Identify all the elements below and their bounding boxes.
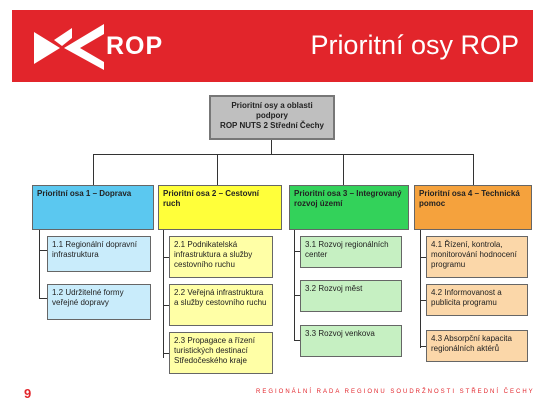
item-label: 2.1 Podnikatelská infrastruktura a služb… <box>174 240 253 269</box>
axis-1-title: Prioritní osa 1 – Doprava <box>37 189 132 198</box>
axis-4-box: Prioritní osa 4 – Technická pomoc <box>414 185 532 230</box>
axis-2-item-2: 2.2 Veřejná infrastruktura a služby cest… <box>169 284 273 326</box>
axis-1-item-1: 1.1 Regionální dopravní infrastruktura <box>47 236 151 272</box>
spine-axis-3 <box>294 230 295 340</box>
axis-4-item-1: 4.1 Řízení, kontrola, monitorování hodno… <box>426 236 528 278</box>
axis-2-item-1: 2.1 Podnikatelská infrastruktura a služb… <box>169 236 273 278</box>
axis-4-item-3: 4.3 Absorpční kapacita regionálních akté… <box>426 330 528 362</box>
tick <box>163 305 169 306</box>
footer-text: REGIONÁLNÍ RADA REGIONU SOUDRŽNOSTI STŘE… <box>256 389 535 395</box>
root-line-3: ROP NUTS 2 Střední Čechy <box>220 121 324 130</box>
tick <box>39 298 47 299</box>
rop-logo-icon <box>34 24 104 70</box>
tick <box>420 257 426 258</box>
axis-3-item-1: 3.1 Rozvoj regionálních center <box>300 236 402 268</box>
tick <box>420 300 426 301</box>
tick <box>163 257 169 258</box>
connector-axis-2 <box>217 154 218 185</box>
root-box: Prioritní osy a oblasti podpory ROP NUTS… <box>209 95 335 140</box>
item-label: 4.3 Absorpční kapacita regionálních akté… <box>431 334 512 353</box>
header-bar: ROP Prioritní osy ROP <box>12 10 533 82</box>
axis-2-item-3: 2.3 Propagace a řízení turistických dest… <box>169 332 273 374</box>
axis-2-title: Prioritní osa 2 – Cestovní ruch <box>163 189 260 208</box>
root-line-1: Prioritní osy a oblasti <box>231 101 313 110</box>
connector-axis-1 <box>93 154 94 185</box>
tick <box>39 250 47 251</box>
axis-4-item-2: 4.2 Informovanost a publicita programu <box>426 284 528 316</box>
tick <box>163 353 169 354</box>
tick <box>294 340 300 341</box>
item-label: 4.2 Informovanost a publicita programu <box>431 288 502 307</box>
tick <box>420 346 426 347</box>
tick <box>294 295 300 296</box>
axis-1-box: Prioritní osa 1 – Doprava <box>32 185 154 230</box>
item-label: 2.2 Veřejná infrastruktura a služby cest… <box>174 288 267 307</box>
item-label: 3.3 Rozvoj venkova <box>305 329 375 338</box>
spine-axis-1 <box>39 230 40 298</box>
axis-3-box: Prioritní osa 3 – Integrovaný rozvoj úze… <box>289 185 409 230</box>
item-label: 4.1 Řízení, kontrola, monitorování hodno… <box>431 240 517 269</box>
axis-1-item-2: 1.2 Udržitelné formy veřejné dopravy <box>47 284 151 320</box>
connector-root-down <box>271 140 272 154</box>
item-label: 2.3 Propagace a řízení turistických dest… <box>174 336 255 365</box>
item-label: 1.1 Regionální dopravní infrastruktura <box>52 240 137 259</box>
item-label: 3.1 Rozvoj regionálních center <box>305 240 389 259</box>
spine-axis-2 <box>163 230 164 358</box>
axis-3-item-2: 3.2 Rozvoj měst <box>300 280 402 312</box>
item-label: 3.2 Rozvoj měst <box>305 284 363 293</box>
page-number: 9 <box>24 386 32 401</box>
tick <box>294 251 300 252</box>
logo-text: ROP <box>106 32 164 60</box>
root-line-2: podpory <box>256 111 288 120</box>
slide-title: Prioritní osy ROP <box>310 30 519 60</box>
item-label: 1.2 Udržitelné formy veřejné dopravy <box>52 288 124 307</box>
axis-2-box: Prioritní osa 2 – Cestovní ruch <box>158 185 282 230</box>
connector-axis-3 <box>343 154 344 185</box>
axis-3-title: Prioritní osa 3 – Integrovaný rozvoj úze… <box>294 189 402 208</box>
connector-axis-4 <box>473 154 474 185</box>
axis-4-title: Prioritní osa 4 – Technická pomoc <box>419 189 520 208</box>
axis-3-item-3: 3.3 Rozvoj venkova <box>300 325 402 357</box>
spine-axis-4 <box>420 230 421 348</box>
connector-horizontal <box>93 154 474 155</box>
